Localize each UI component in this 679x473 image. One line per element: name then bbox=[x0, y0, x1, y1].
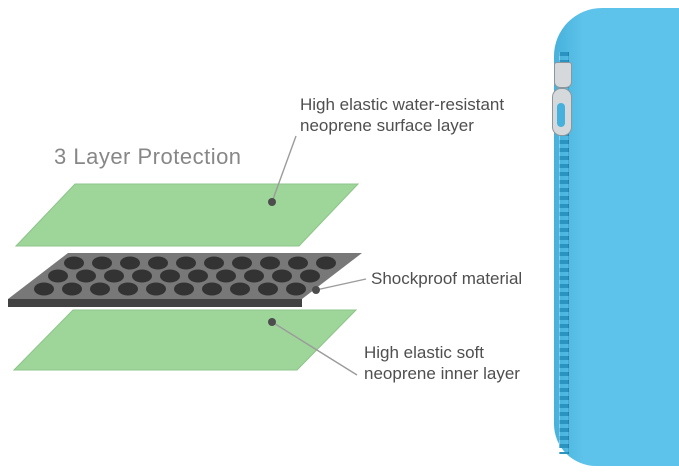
shock-dot bbox=[316, 256, 336, 270]
laptop-sleeve bbox=[552, 8, 679, 466]
shock-dot bbox=[92, 256, 112, 270]
zipper-slider-icon bbox=[554, 62, 572, 88]
inner-layer-shape bbox=[12, 309, 358, 371]
shock-dot bbox=[160, 269, 180, 283]
shock-dot bbox=[120, 256, 140, 270]
shock-dot bbox=[148, 256, 168, 270]
shock-dot bbox=[48, 269, 68, 283]
shock-dot bbox=[132, 269, 152, 283]
shock-dot bbox=[62, 282, 82, 296]
shock-dot bbox=[300, 269, 320, 283]
surface-leader-line bbox=[271, 135, 297, 203]
shock-dot bbox=[286, 282, 306, 296]
surface-layer-shape bbox=[14, 183, 360, 247]
inner-leader-line bbox=[271, 321, 358, 376]
diagram-title: 3 Layer Protection bbox=[54, 144, 242, 169]
shock-dot bbox=[34, 282, 54, 296]
shock-dot bbox=[204, 256, 224, 270]
zipper-pull-slot bbox=[557, 103, 565, 127]
shock-dot bbox=[260, 256, 280, 270]
surface-leader-dot bbox=[268, 198, 276, 206]
shockproof-label: Shockproof material bbox=[371, 269, 523, 288]
shockproof-leader-line bbox=[315, 278, 367, 291]
shock-dot bbox=[230, 282, 250, 296]
shock-dot bbox=[202, 282, 222, 296]
shock-dot bbox=[232, 256, 252, 270]
shock-dot bbox=[90, 282, 110, 296]
shock-dot bbox=[216, 269, 236, 283]
shock-dot bbox=[118, 282, 138, 296]
shockproof-dots bbox=[34, 256, 336, 296]
zipper-teeth-icon bbox=[559, 52, 569, 454]
shock-dot bbox=[146, 282, 166, 296]
shock-dot bbox=[188, 269, 208, 283]
shock-dot bbox=[176, 256, 196, 270]
surface-layer-label: High elastic water-resistant neoprene su… bbox=[300, 95, 505, 135]
shockproof-layer-shape bbox=[8, 253, 362, 307]
shock-dot bbox=[76, 269, 96, 283]
shock-dot bbox=[258, 282, 278, 296]
shockproof-leader-dot bbox=[312, 286, 320, 294]
shock-dot bbox=[174, 282, 194, 296]
shock-dot bbox=[288, 256, 308, 270]
shock-dot bbox=[104, 269, 124, 283]
shock-dot bbox=[272, 269, 292, 283]
inner-leader-dot bbox=[268, 318, 276, 326]
zipper-pull-icon bbox=[552, 88, 572, 136]
shockproof-front-edge bbox=[8, 299, 302, 307]
inner-layer-label: High elastic soft neoprene inner layer bbox=[364, 343, 520, 383]
shock-dot bbox=[64, 256, 84, 270]
shock-dot bbox=[244, 269, 264, 283]
